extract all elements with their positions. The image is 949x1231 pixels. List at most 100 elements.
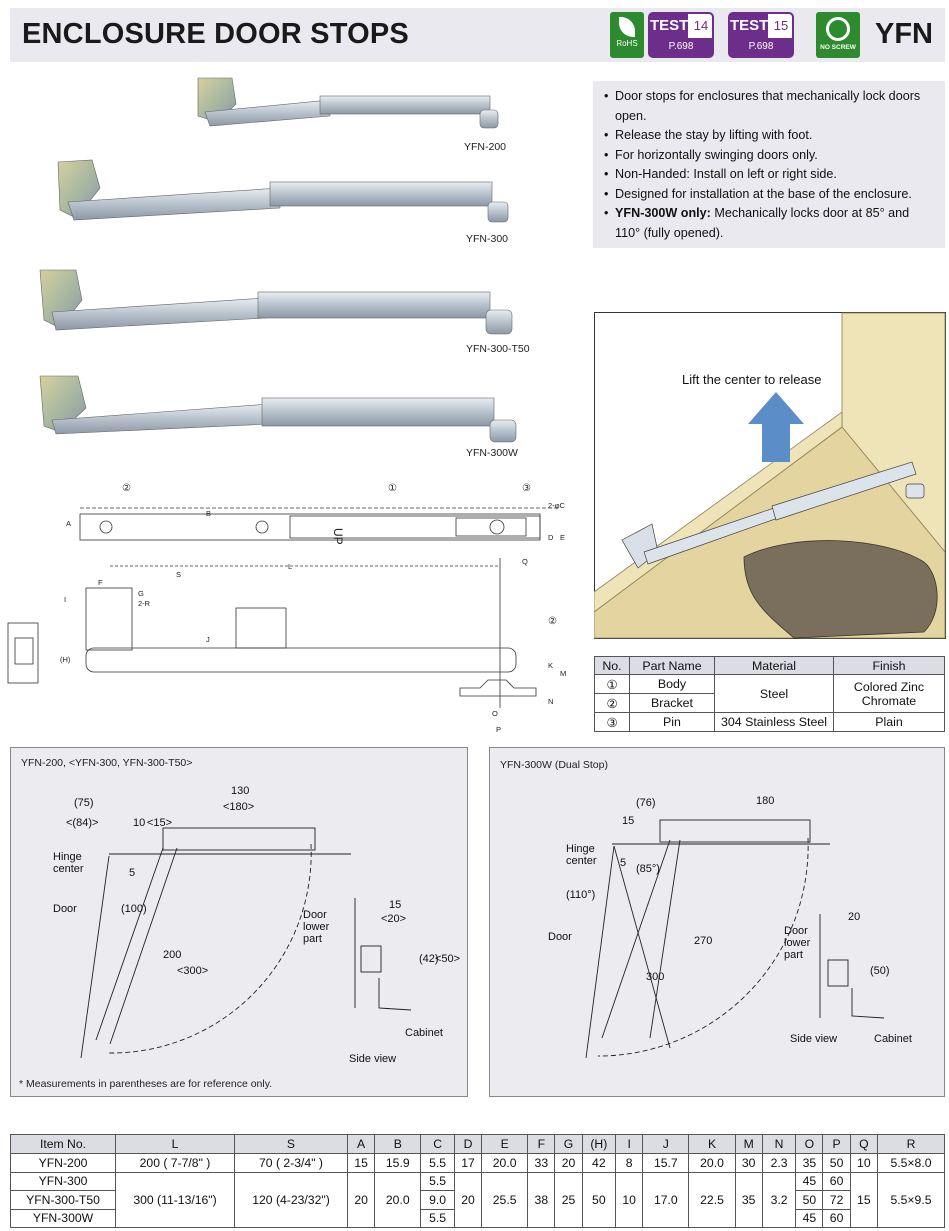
- cell: 5.5: [420, 1153, 455, 1173]
- door-label: Door: [548, 931, 572, 943]
- cell: 60: [822, 1171, 851, 1191]
- dim-side-15: 15: [389, 899, 401, 911]
- features-box: Door stops for enclosures that mechanica…: [593, 81, 945, 248]
- dim-letter-m: M: [560, 669, 566, 678]
- cabinet-label: Cabinet: [405, 1027, 443, 1039]
- column-header: O: [795, 1134, 824, 1154]
- column-header: No.: [594, 656, 630, 675]
- page-title: ENCLOSURE DOOR STOPS: [22, 18, 409, 50]
- installation-diagram-left: (75) <(84)> 130 <180> 10 <15> 5 Hinge ce…: [53, 785, 460, 1065]
- cell: 33: [527, 1153, 556, 1173]
- cell: 304 Stainless Steel: [714, 712, 834, 732]
- cell: YFN-300: [10, 1171, 116, 1191]
- up-mark: UP: [331, 528, 345, 545]
- side-view-label: Side view: [790, 1033, 837, 1045]
- cell: 300 (11-13/16"): [115, 1171, 235, 1228]
- photo-yfn-200: [197, 77, 499, 129]
- cell: 60: [822, 1208, 851, 1228]
- cell: 2.3: [761, 1153, 797, 1173]
- column-header: Q: [849, 1134, 879, 1154]
- photo-yfn-300: [57, 159, 509, 223]
- panel-yfn-200-300: YFN-200, <YFN-300, YFN-300-T50> (75) <(8…: [10, 747, 468, 1097]
- door-lower-label: part: [303, 933, 322, 945]
- dim-side-50: (50): [870, 965, 890, 977]
- dim-letter-q: Q: [522, 557, 528, 566]
- feature-text: Non-Handed: Install on left or right sid…: [615, 167, 837, 181]
- door-lower-label: lower: [784, 937, 811, 949]
- dim-76: (76): [636, 797, 656, 809]
- dim-letter-l: L: [288, 562, 292, 571]
- svg-text:② ① ③ ②: ② ① ③ ②: [122, 483, 557, 627]
- no-screw-icon: [826, 17, 850, 41]
- callout-2b: ②: [548, 616, 557, 627]
- column-header: C: [420, 1134, 455, 1154]
- feature-text: For horizontally swinging doors only.: [615, 147, 818, 162]
- table-row: YFN-300 300 (11-13/16") 120 (4-23/32") 2…: [10, 1171, 945, 1228]
- column-header: L: [115, 1134, 235, 1154]
- cell: 25.5: [481, 1171, 529, 1228]
- hinge-label: Hinge: [53, 851, 82, 863]
- cell: 3.2: [761, 1171, 797, 1228]
- dim-15: 15: [622, 815, 634, 827]
- door-label: Door: [53, 903, 77, 915]
- dim-letter-e: E: [560, 533, 565, 542]
- feature-item: Release the stay by lifting with foot.: [604, 126, 937, 146]
- table-header-row: No. Part Name Material Finish: [594, 656, 945, 675]
- column-header: A: [346, 1134, 376, 1154]
- dim-84: <(84)>: [66, 817, 98, 829]
- test-number: 15: [773, 18, 789, 33]
- dim-letter-k: K: [548, 661, 553, 670]
- cell: YFN-200: [10, 1153, 116, 1173]
- cell: ②: [594, 693, 630, 713]
- dim-letter-p: P: [496, 725, 501, 734]
- cell: 20.0: [374, 1171, 422, 1228]
- column-header: Material: [714, 656, 834, 675]
- feature-text: Door stops for enclosures that mechanica…: [615, 89, 921, 123]
- cell: 50: [581, 1171, 617, 1228]
- callout-3: ③: [522, 483, 531, 494]
- dim-label-h: (H): [60, 655, 71, 664]
- test-page: P.698: [730, 38, 792, 56]
- cell: Plain: [833, 712, 945, 732]
- no-screw-label: NO SCREW: [820, 44, 856, 51]
- cell: 35: [734, 1171, 763, 1228]
- cell: 10: [849, 1153, 879, 1173]
- test-number: 14: [693, 18, 709, 33]
- cell: 17.0: [642, 1171, 690, 1228]
- cell: 42: [581, 1153, 617, 1173]
- cell: 8: [615, 1153, 644, 1173]
- test-label: TEST: [730, 14, 768, 38]
- cell: 35: [795, 1153, 824, 1173]
- product-label-yfn-300w: YFN-300W: [466, 447, 518, 459]
- column-header: (H): [581, 1134, 617, 1154]
- column-header: Part Name: [629, 656, 715, 675]
- dim-15: <15>: [147, 817, 172, 829]
- dim-letter-n: N: [548, 697, 553, 706]
- test-label: TEST: [650, 14, 688, 38]
- callout-1: ①: [388, 483, 397, 494]
- column-header: D: [453, 1134, 483, 1154]
- column-header: K: [688, 1134, 736, 1154]
- cell: 5.5×8.0: [877, 1153, 945, 1173]
- panel-yfn-300w: YFN-300W (Dual Stop) (76) 180 15 5 (85°)…: [489, 747, 945, 1097]
- dim-10: 10: [133, 817, 145, 829]
- cell: 50: [822, 1153, 851, 1173]
- cell: Pin: [629, 712, 715, 732]
- dim-5: 5: [620, 857, 626, 869]
- column-header: S: [234, 1134, 348, 1154]
- feature-text: Designed for installation at the base of…: [615, 186, 912, 201]
- dim-side-20: 20: [848, 911, 860, 923]
- dim-130: 130: [231, 785, 249, 797]
- column-header: Item No.: [10, 1134, 116, 1154]
- panel-title: YFN-200, <YFN-300, YFN-300-T50>: [21, 757, 193, 769]
- dim-letter-d: D: [548, 533, 554, 542]
- cell: ③: [594, 712, 630, 732]
- product-photos: [39, 77, 517, 443]
- table-row: YFN-200 200 ( 7-7/8" ) 70 ( 2-3/4" ) 15 …: [10, 1153, 945, 1173]
- cell: 120 (4-23/32"): [234, 1171, 348, 1228]
- column-header: N: [761, 1134, 797, 1154]
- cell: 15.9: [374, 1153, 422, 1173]
- cell: 5.5: [420, 1208, 455, 1228]
- table-row: YFN-300W 5.5 45 60: [10, 1208, 945, 1228]
- cell: 10: [615, 1171, 644, 1228]
